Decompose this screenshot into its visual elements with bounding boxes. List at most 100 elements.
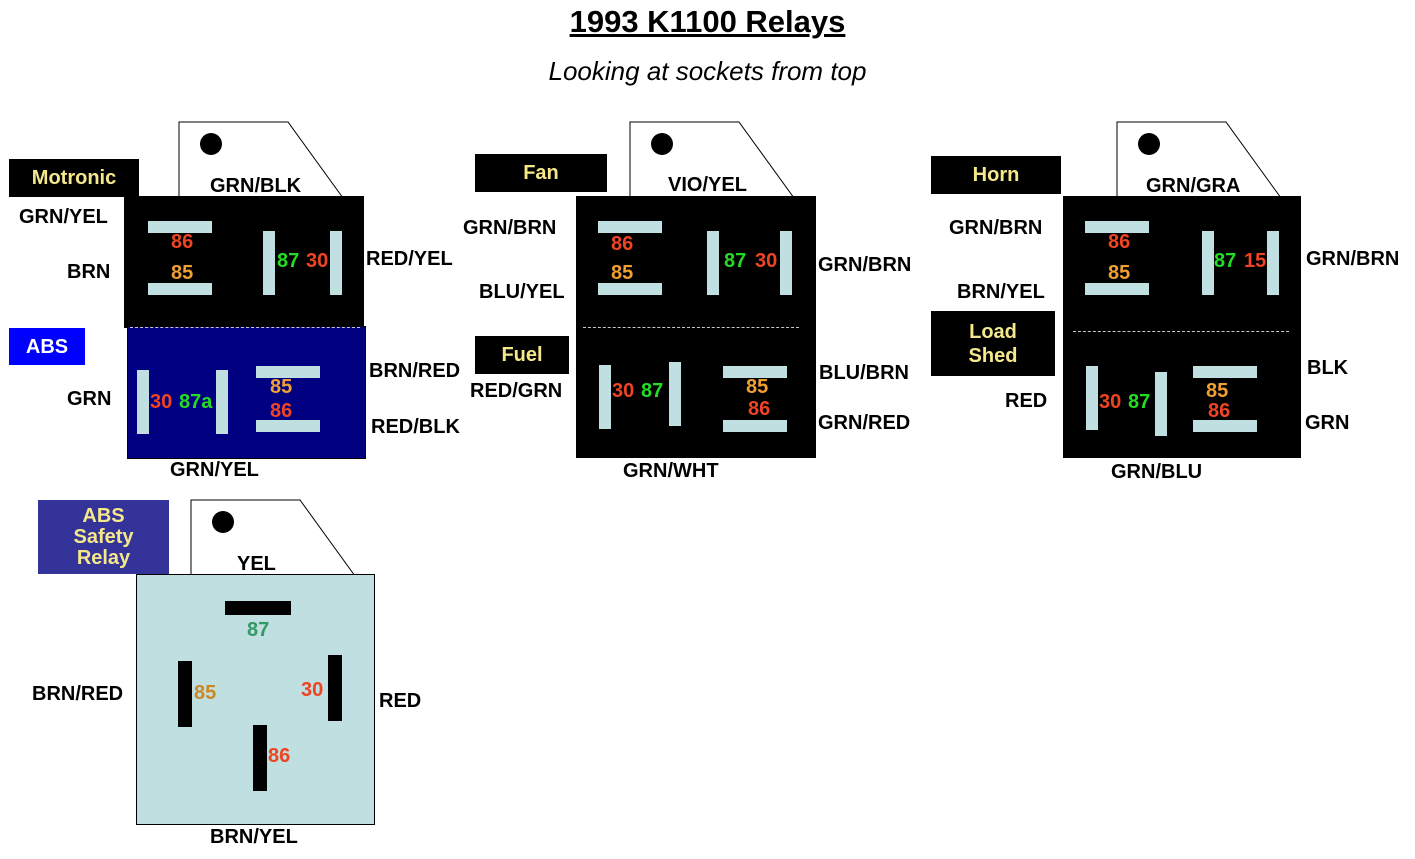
wire-fan-left-top: GRN/BRN	[463, 217, 557, 239]
label-fan: Fan	[475, 154, 607, 192]
pin-85-fuel	[723, 366, 787, 378]
pin-label-30-motronic: 30	[306, 250, 329, 272]
wire-load-shed-right-top: BLK	[1307, 357, 1349, 379]
relay-socket-horn-load-shed	[1063, 196, 1301, 458]
wire-horn-left-bottom: BRN/YEL	[957, 281, 1045, 303]
pin-label-86-horn: 86	[1108, 231, 1131, 253]
wire-fan-top: VIO/YEL	[668, 174, 747, 196]
pin-label-87-motronic: 87	[277, 250, 300, 272]
pin-86-motronic	[148, 221, 212, 233]
label-load-shed: Load Shed	[931, 311, 1055, 376]
pin-85-abs-safety	[178, 661, 192, 727]
wire-abs-safety-left: BRN/RED	[32, 683, 124, 705]
pin-label-30-fan: 30	[755, 250, 778, 272]
pin-85-motronic	[148, 283, 212, 295]
label-load-shed-line1: Load	[969, 320, 1017, 343]
pin-87-fan	[707, 231, 719, 295]
pin-85-load-shed	[1193, 366, 1257, 378]
pin-30-fuel	[599, 365, 611, 429]
pin-87-load-shed	[1155, 372, 1167, 436]
pin-87a-abs	[216, 370, 228, 434]
pin-label-86-motronic: 86	[171, 231, 194, 253]
wire-horn-top: GRN/GRA	[1146, 175, 1241, 197]
pin-85-fan	[598, 283, 662, 295]
wire-motronic-right: RED/YEL	[366, 248, 453, 270]
wire-fuel-right-bottom: GRN/RED	[818, 412, 911, 434]
pin-label-85-horn: 85	[1108, 262, 1131, 284]
label-abs-safety-line2: Safety	[73, 525, 134, 548]
pin-30-motronic	[330, 231, 342, 295]
label-load-shed-line2: Shed	[968, 344, 1018, 367]
pin-87-fuel	[669, 362, 681, 426]
relay-socket-abs	[127, 326, 366, 459]
pin-label-15-horn: 15	[1244, 250, 1267, 272]
wire-abs-safety-bottom: BRN/YEL	[210, 826, 298, 848]
label-fuel: Fuel	[475, 336, 569, 374]
wire-abs-safety-top: YEL	[237, 553, 276, 575]
label-abs-safety-relay: ABS Safety Relay	[38, 500, 169, 574]
pin-label-86-abs-safety: 86	[268, 745, 291, 767]
pin-label-30-fuel: 30	[612, 380, 635, 402]
label-abs-safety-line1: ABS	[82, 504, 125, 527]
pin-label-30-load-shed: 30	[1099, 391, 1122, 413]
pin-87-motronic	[263, 231, 275, 295]
pin-label-30-abs-safety: 30	[301, 679, 324, 701]
pin-label-87-fan: 87	[724, 250, 747, 272]
wire-abs-right-top: BRN/RED	[369, 360, 461, 382]
pin-label-86-load-shed: 86	[1208, 400, 1231, 422]
pin-87-abs-safety	[225, 601, 291, 615]
relay-socket-motronic	[124, 196, 364, 328]
wire-load-shed-bottom: GRN/BLU	[1111, 461, 1203, 483]
pin-85-horn	[1085, 283, 1149, 295]
wire-load-shed-right-bottom: GRN	[1305, 412, 1350, 434]
label-motronic: Motronic	[9, 159, 139, 197]
pin-label-86-abs: 86	[270, 400, 293, 422]
pin-86-abs	[256, 420, 320, 432]
pin-label-87-load-shed: 87	[1128, 391, 1151, 413]
pin-86-fan	[598, 221, 662, 233]
pin-label-87a-abs: 87a	[179, 391, 213, 413]
pin-label-87-fuel: 87	[641, 380, 664, 402]
wire-motronic-top: GRN/BLK	[210, 175, 302, 197]
pin-label-85-load-shed: 85	[1206, 380, 1229, 402]
pin-86-load-shed	[1193, 420, 1257, 432]
pin-label-85-motronic: 85	[171, 262, 194, 284]
label-horn: Horn	[931, 156, 1061, 194]
wire-horn-right: GRN/BRN	[1306, 248, 1400, 270]
pin-86-abs-safety	[253, 725, 267, 791]
label-abs-safety-line3: Relay	[76, 546, 131, 569]
wire-fan-left-bottom: BLU/YEL	[479, 281, 565, 303]
pin-label-86-fan: 86	[611, 233, 634, 255]
label-abs: ABS	[9, 328, 85, 365]
wire-fuel-right-top: BLU/BRN	[819, 362, 909, 384]
divider-horn-load-shed	[1073, 331, 1289, 332]
pin-85-abs	[256, 366, 320, 378]
pin-86-horn	[1085, 221, 1149, 233]
wire-abs-safety-right: RED	[379, 690, 422, 712]
pin-30-abs	[137, 370, 149, 434]
pin-30-abs-safety	[328, 655, 342, 721]
pin-87-horn	[1202, 231, 1214, 295]
relay-tab-fan	[629, 121, 795, 199]
pin-86-fuel	[723, 420, 787, 432]
pin-label-85-fuel: 85	[746, 376, 769, 398]
pin-label-85-abs: 85	[270, 376, 293, 398]
pin-label-30-abs: 30	[150, 391, 173, 413]
wire-horn-left-top: GRN/BRN	[949, 217, 1043, 239]
page-subtitle: Looking at sockets from top	[548, 56, 867, 86]
wire-fan-right: GRN/BRN	[818, 254, 912, 276]
wire-motronic-left-top: GRN/YEL	[19, 206, 108, 228]
pin-30-load-shed	[1086, 366, 1098, 430]
wire-fuel-bottom: GRN/WHT	[623, 460, 719, 482]
page-title: 1993 K1100 Relays	[569, 4, 846, 39]
wire-abs-right-bottom: RED/BLK	[371, 416, 460, 438]
pin-label-87-abs-safety: 87	[247, 619, 270, 641]
pin-label-85-fan: 85	[611, 262, 634, 284]
wire-fuel-left: RED/GRN	[470, 380, 563, 402]
pin-label-86-fuel: 86	[748, 398, 771, 420]
pin-label-85-abs-safety: 85	[194, 682, 217, 704]
wire-abs-bottom: GRN/YEL	[170, 459, 259, 481]
divider-fan-fuel	[583, 327, 799, 328]
wire-load-shed-left: RED	[1005, 390, 1048, 412]
pin-30-fan	[780, 231, 792, 295]
